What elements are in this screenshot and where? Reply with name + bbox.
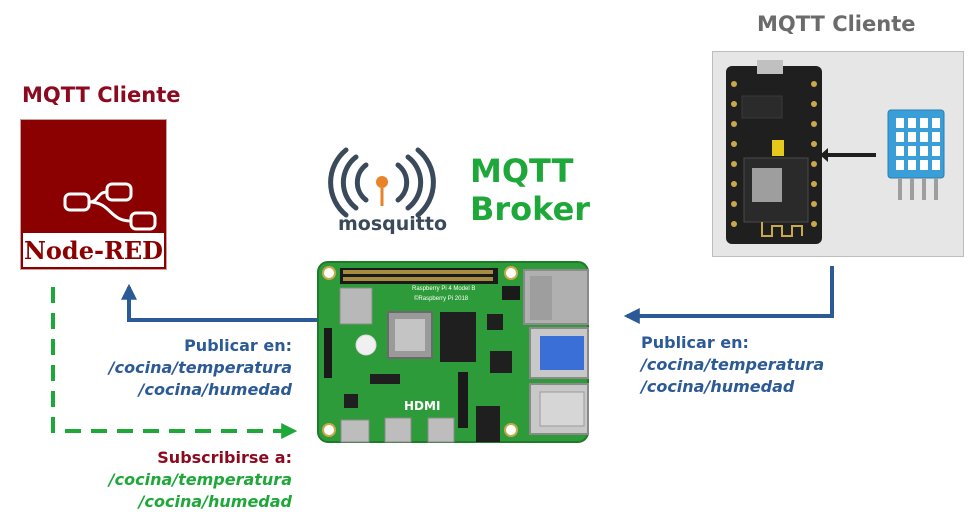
subscribe-left-topic: /cocina/temperatura (108, 470, 292, 489)
raspberry-pi-board: Raspberry Pi 4 Model B ©Raspberry Pi 201… (317, 261, 589, 443)
node-red-logo: Node-RED (20, 119, 167, 270)
board-copyright-text: ©Raspberry Pi 2018 (414, 295, 469, 302)
publish-arrow-left (121, 283, 318, 322)
subscribe-left-topic: /cocina/humedad (138, 492, 292, 511)
board-model-text: Raspberry Pi 4 Model B (412, 286, 475, 292)
mosquitto-logo-text: mosquitto (338, 213, 448, 235)
node-red-label: Node-RED (23, 235, 163, 265)
subscribe-left-heading: Subscribirse a: (157, 448, 292, 467)
subscribe-left-label: Subscribirse a: /cocina/temperatura /coc… (109, 447, 292, 513)
node-red-flow-icon (63, 182, 157, 231)
dht-sensor (887, 109, 945, 200)
publish-left-label: Publicar en: /cocina/temperatura /cocina… (109, 335, 292, 401)
broker-title: MQTT Broker (470, 152, 590, 228)
mosquitto-logo-icon (328, 147, 436, 218)
publish-left-topic: /cocina/temperatura (108, 358, 292, 377)
broker-title-line1: MQTT (470, 152, 574, 190)
publish-right-topic: /cocina/humedad (641, 377, 795, 396)
publish-arrow-right (623, 266, 834, 324)
sensor-client-title: MQTT Cliente (757, 12, 916, 36)
board-hdmi-text: HDMI (404, 399, 440, 413)
publish-right-topic: /cocina/temperatura (641, 355, 825, 374)
broker-title-line2: Broker (470, 190, 591, 228)
publish-right-label: Publicar en: /cocina/temperatura /cocina… (641, 332, 824, 398)
node-red-client-title: MQTT Cliente (22, 83, 181, 107)
subscribe-arrow-left (51, 287, 298, 439)
publish-right-heading: Publicar en: (641, 333, 749, 352)
publish-left-topic: /cocina/humedad (138, 380, 292, 399)
publish-left-heading: Publicar en: (184, 336, 292, 355)
esp8266-board (726, 60, 822, 244)
